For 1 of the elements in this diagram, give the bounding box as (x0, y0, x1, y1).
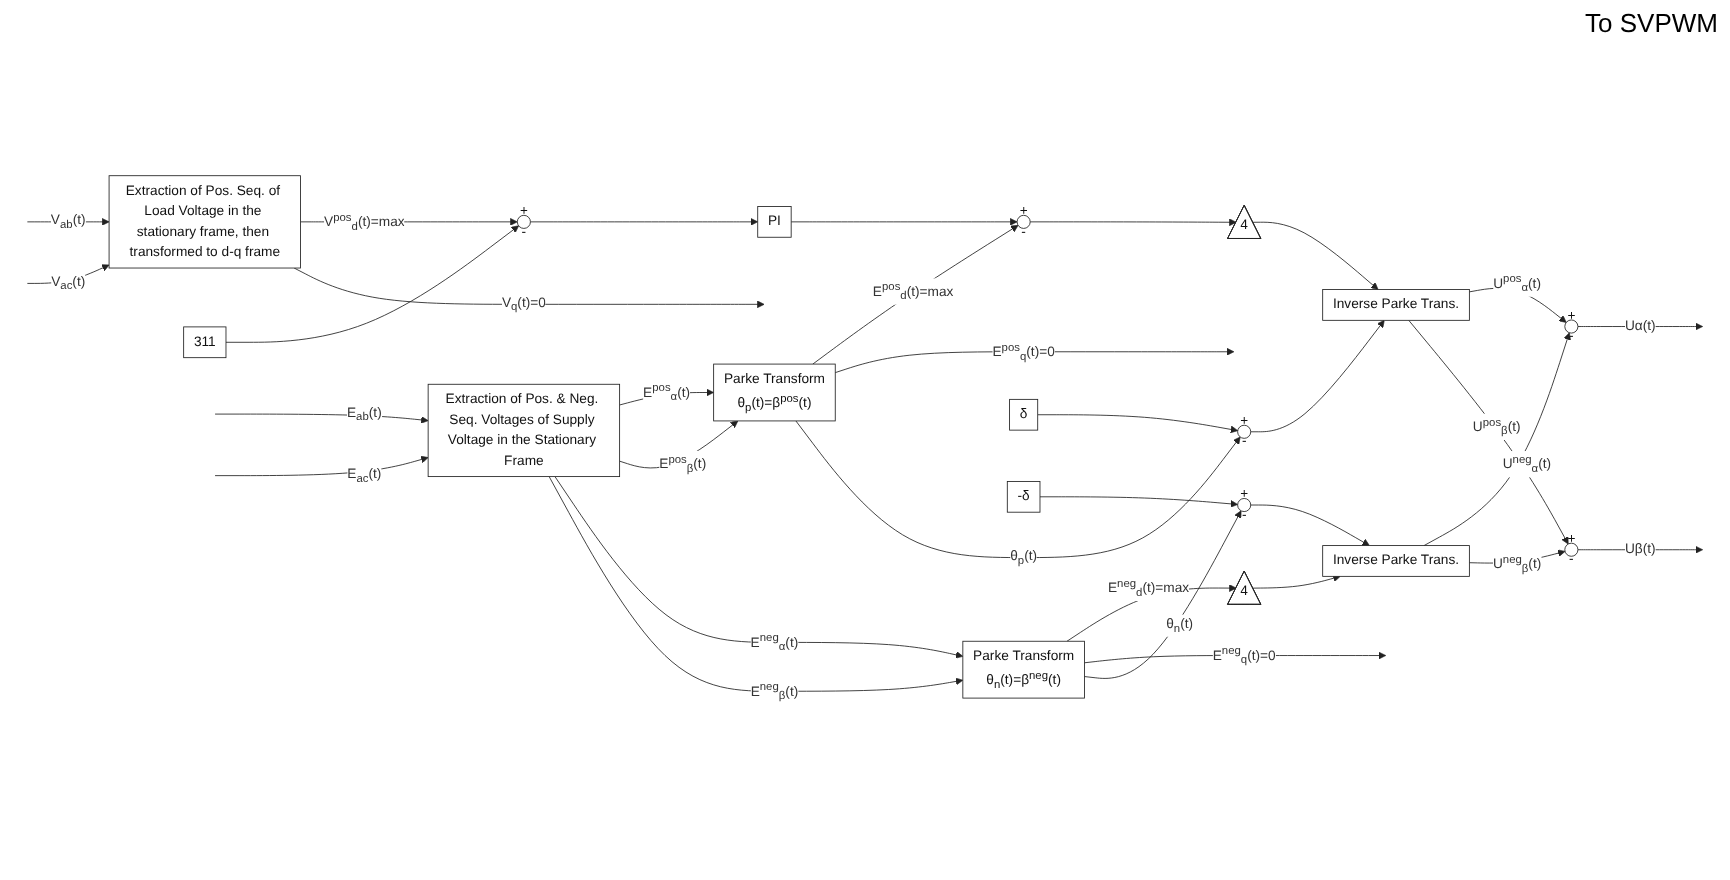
note-text: To SVPWM (1585, 8, 1718, 38)
